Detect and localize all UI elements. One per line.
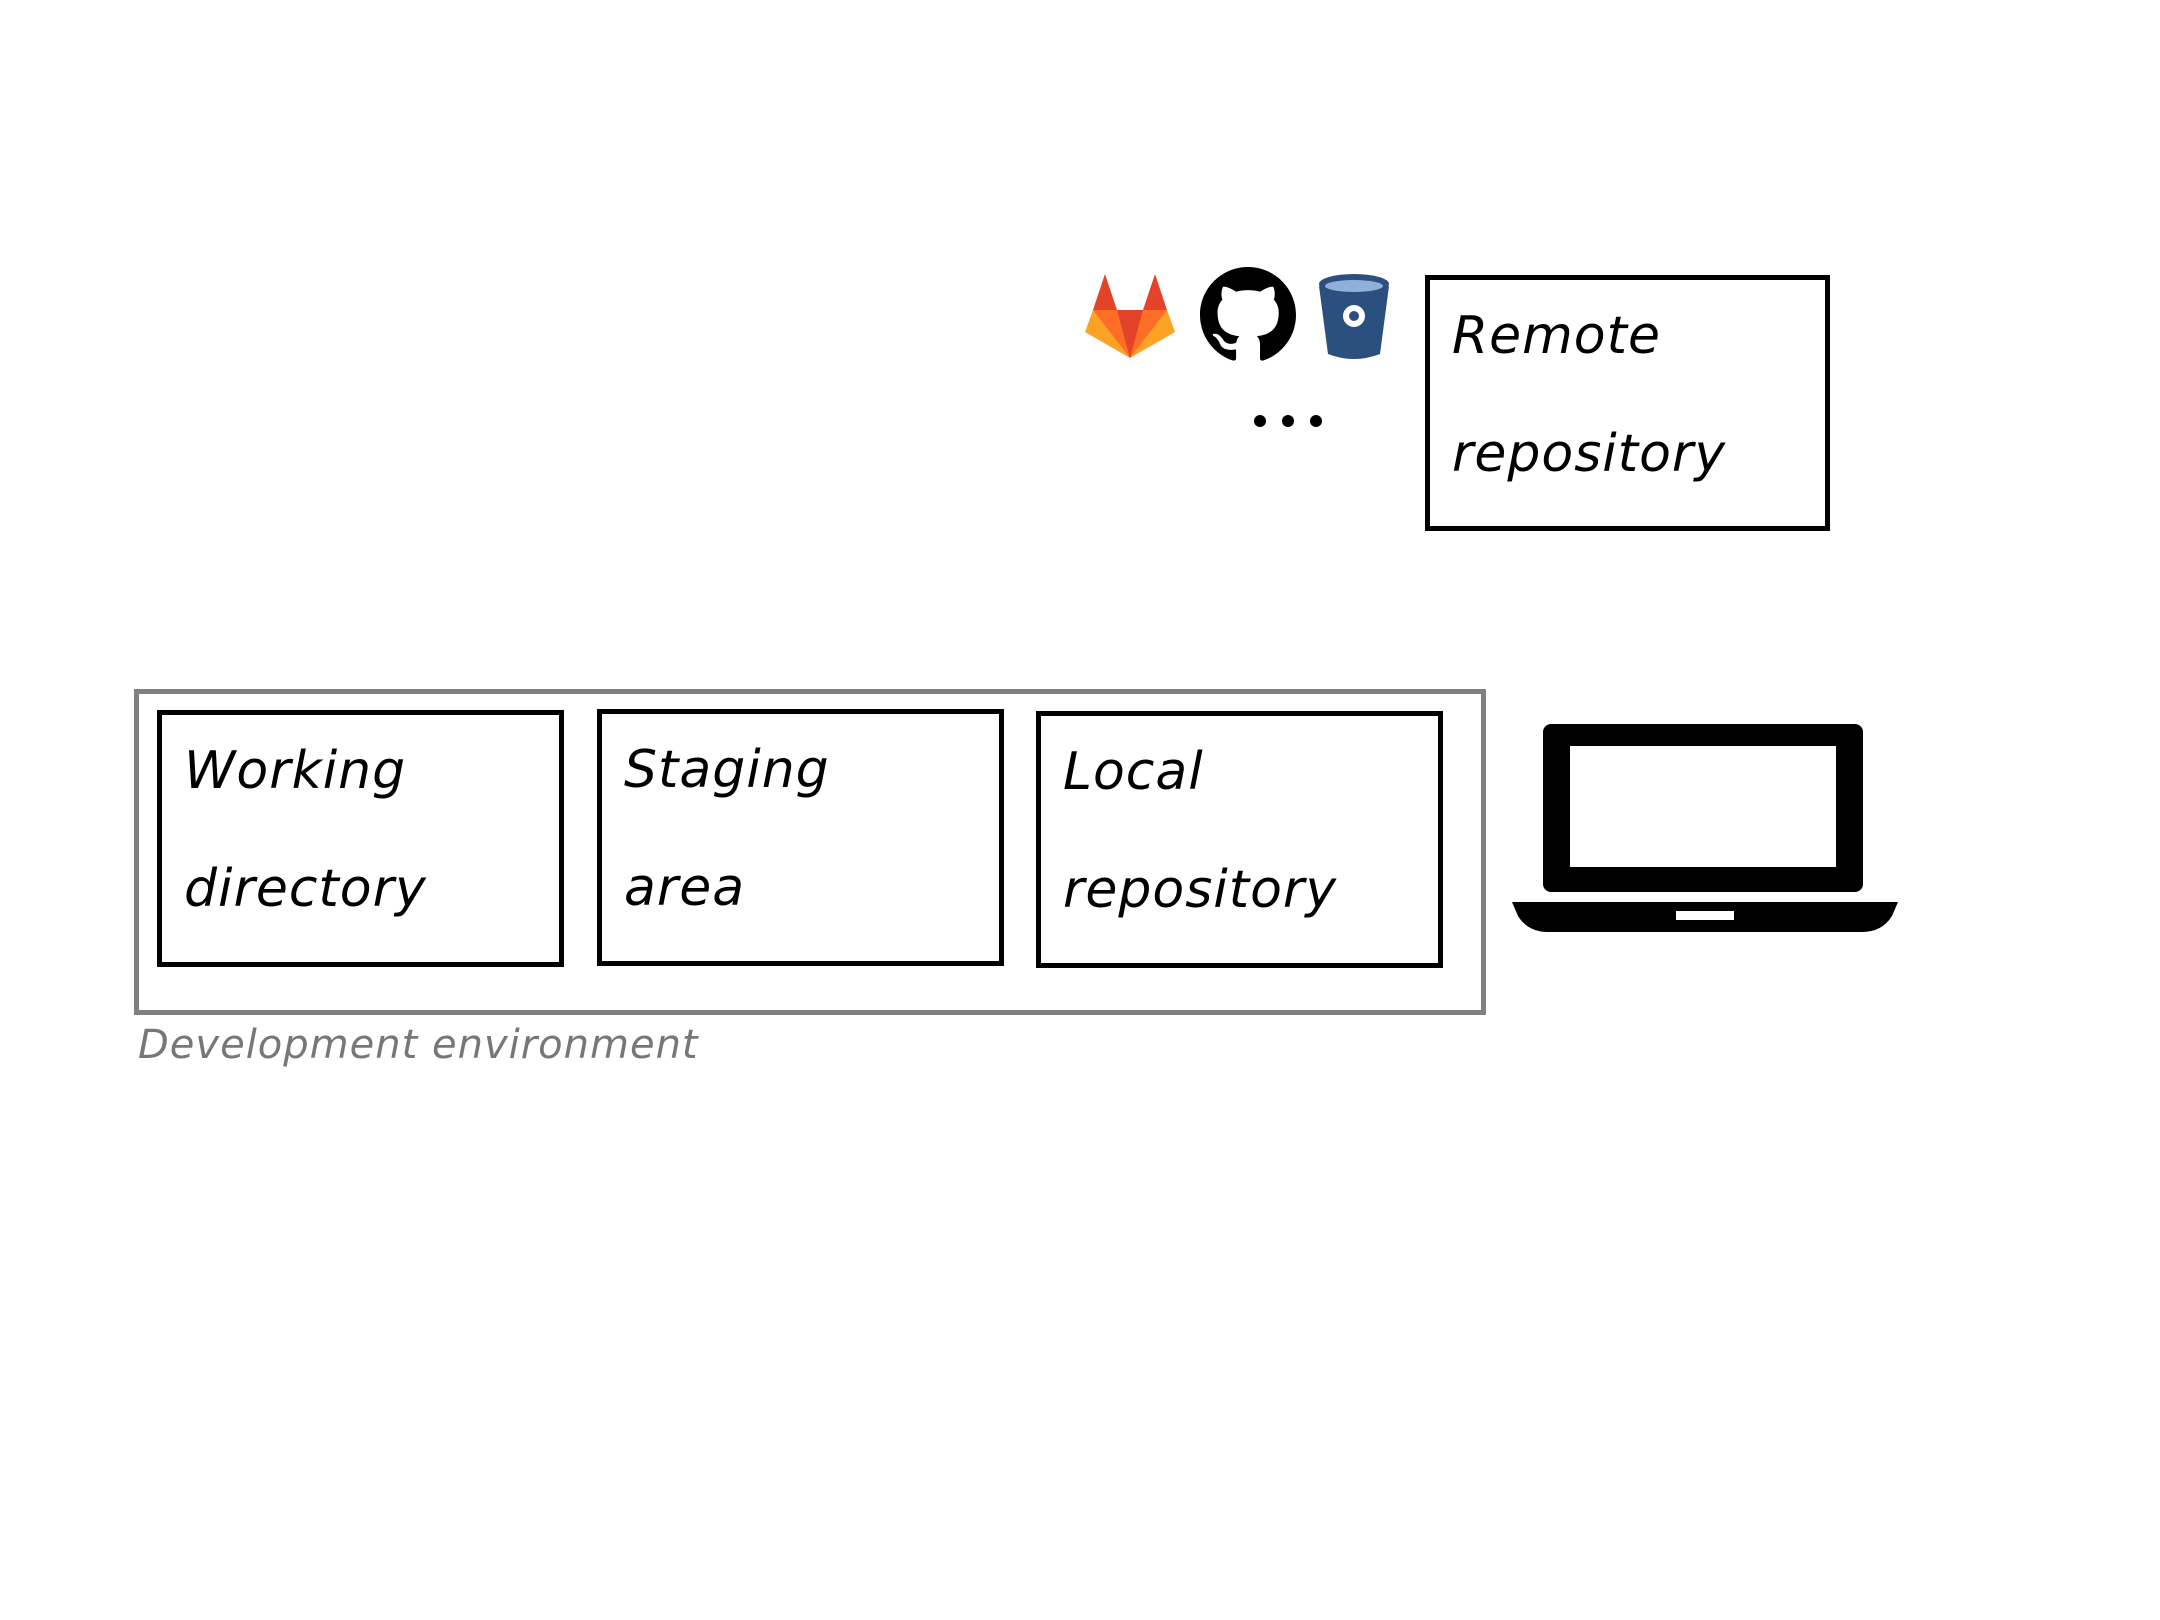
laptop-icon <box>1510 724 1900 940</box>
ellipsis-icon <box>1252 410 1324 436</box>
local-repository-label-line2: repository <box>1063 860 1338 920</box>
staging-area-label-line1: Staging <box>624 740 830 800</box>
remote-repository-label-line2: repository <box>1452 424 1727 484</box>
gitlab-icon <box>1083 270 1177 364</box>
working-directory-box: Working directory <box>157 710 564 967</box>
github-icon <box>1200 267 1296 367</box>
staging-area-box: Staging area <box>597 709 1004 966</box>
local-repository-label-line1: Local <box>1063 742 1204 802</box>
staging-area-label-line2: area <box>624 858 746 918</box>
working-directory-label-line1: Working <box>184 741 407 801</box>
remote-repository-label-line1: Remote <box>1452 306 1661 366</box>
working-directory-label-line2: directory <box>184 859 427 919</box>
local-repository-box: Local repository <box>1036 711 1443 968</box>
bitbucket-icon <box>1316 272 1392 366</box>
development-environment-caption: Development environment <box>138 1022 699 1068</box>
remote-repository-box: Remote repository <box>1425 275 1830 531</box>
development-environment-frame <box>134 689 1486 1015</box>
